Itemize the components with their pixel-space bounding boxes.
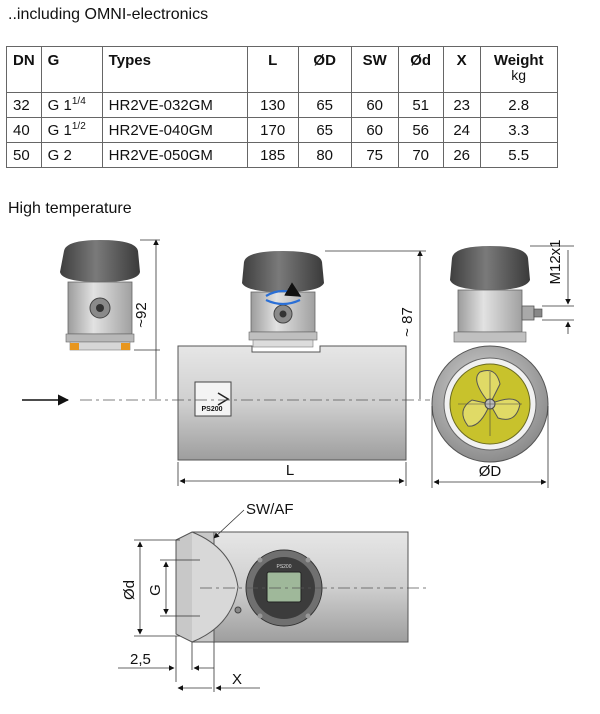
- cell-g: G 2: [40, 142, 103, 168]
- col-od-big: ØD: [297, 46, 352, 93]
- cell-od-big: 65: [297, 92, 352, 118]
- cell-od-small: 70: [397, 142, 444, 168]
- col-l: L: [246, 46, 299, 93]
- cell-type: HR2VE-040GM: [101, 117, 248, 143]
- cell-type: HR2VE-050GM: [101, 142, 248, 168]
- col-types: Types: [101, 46, 248, 93]
- col-sw: SW: [350, 46, 399, 93]
- cell-dn: 50: [6, 142, 42, 168]
- cell-od-small: 56: [397, 117, 444, 143]
- col-g: G: [40, 46, 103, 93]
- flowmeter-top-view: PS200: [175, 531, 409, 643]
- cell-l: 185: [246, 142, 299, 168]
- cell-g-fraction: 1/4: [71, 96, 86, 107]
- heading-high-temperature: High temperature: [8, 200, 132, 217]
- cell-g-main: G 1: [47, 122, 72, 139]
- x-dim-label: X: [232, 671, 242, 688]
- cell-g: G 11/2: [40, 117, 103, 143]
- col-od-small: Ød: [397, 46, 444, 93]
- cell-weight: 5.5: [479, 142, 558, 168]
- g-thread-label: G: [147, 584, 164, 596]
- cell-g-main: G 2: [47, 146, 72, 164]
- flowmeter-side-view: PS200: [177, 251, 407, 461]
- table-header-row: DN G Types L ØD SW Ød X Weight kg: [6, 46, 558, 93]
- cell-type: HR2VE-032GM: [101, 92, 248, 118]
- flowmeter-end-view: [431, 246, 549, 463]
- cell-x: 24: [442, 117, 481, 143]
- display-brand-label: PS200: [276, 564, 291, 570]
- cell-g-main: G 1: [47, 97, 72, 114]
- thread-label: M12x1: [547, 239, 564, 284]
- cell-x: 26: [442, 142, 481, 168]
- dim-length-label: L: [286, 462, 294, 479]
- cell-weight: 3.3: [479, 117, 558, 143]
- dim-87-label: ~ 87: [399, 307, 416, 337]
- outer-diameter-label: ØD: [479, 463, 502, 480]
- offset-label: 2,5: [130, 651, 151, 668]
- col-weight-label: Weight: [493, 52, 544, 69]
- col-weight-unit: kg: [511, 67, 527, 83]
- plate-label: PS200: [201, 406, 222, 413]
- col-x: X: [442, 46, 481, 93]
- sw-af-label: SW/AF: [246, 501, 294, 518]
- dim-92-label: ~92: [133, 302, 150, 327]
- cell-sw: 75: [350, 142, 399, 168]
- sensor-top-view: [60, 239, 160, 399]
- cell-dn: 32: [6, 92, 42, 118]
- cell-weight: 2.8: [479, 92, 558, 118]
- col-weight: Weight kg: [479, 46, 558, 93]
- heading-electronics: ..including OMNI-electronics: [8, 6, 209, 23]
- inner-diameter-label: Ød: [121, 580, 138, 600]
- cell-g-fraction: 1/2: [71, 121, 86, 132]
